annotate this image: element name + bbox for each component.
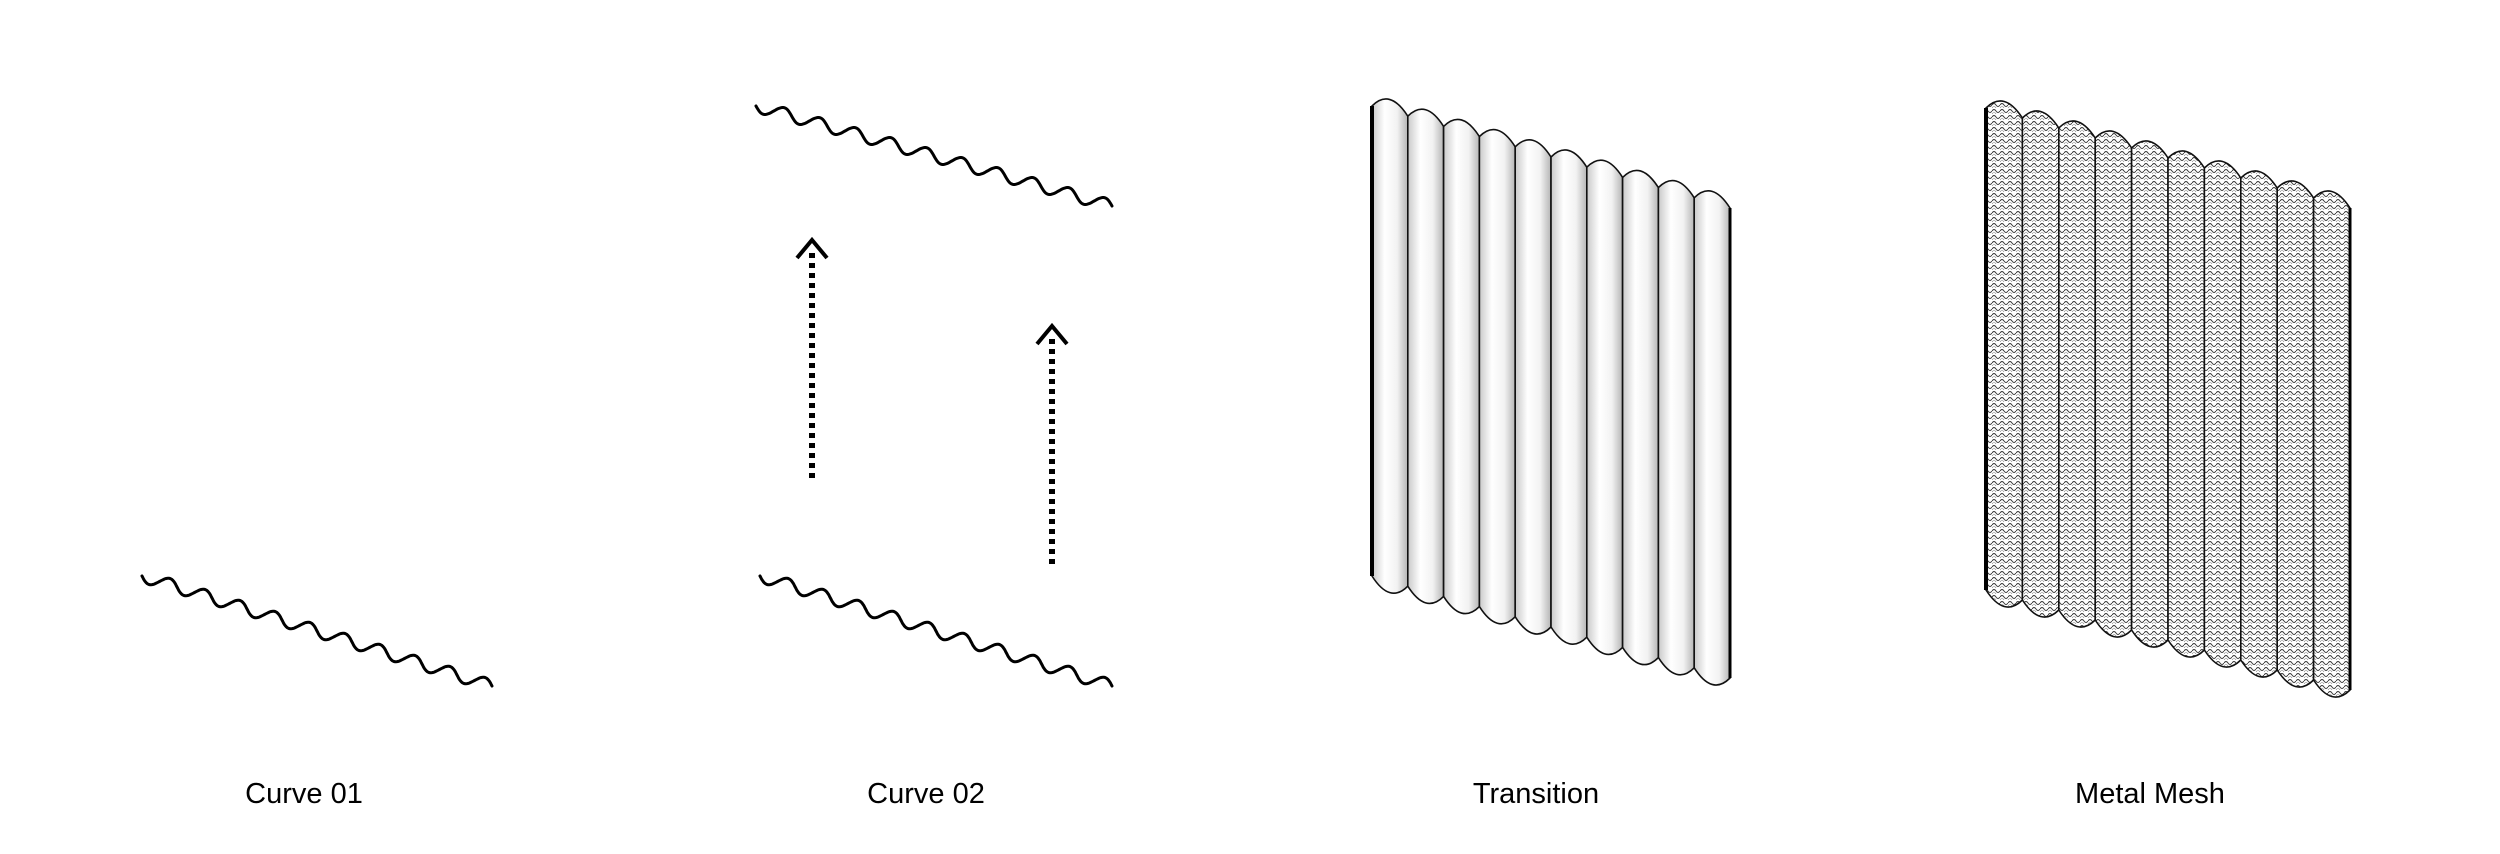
mesh-flute (2312, 190, 2351, 698)
curve-01-wave (140, 574, 494, 688)
caption-transition: Transition (1472, 778, 1600, 810)
mesh-flute (2240, 170, 2278, 678)
mesh-flute (2203, 160, 2242, 668)
panel-curve-02 (754, 104, 1114, 688)
dotted-up-arrow-icon (1035, 322, 1069, 564)
curve-02-lower-wave (758, 574, 1114, 688)
mesh-flute (2276, 180, 2315, 688)
transition-flute (1514, 139, 1552, 635)
mesh-flute (1985, 100, 2024, 608)
mesh-flute (2167, 150, 2206, 658)
transition-flute (1371, 98, 1409, 594)
caption-metal-mesh: Metal Mesh (2075, 778, 2225, 810)
mesh-flute (2094, 130, 2133, 638)
caption-curve-02: Curve 02 (867, 778, 985, 810)
panel-metal-mesh (1984, 100, 2352, 698)
curve-02-upper-wave (754, 104, 1114, 208)
transition-flute (1586, 159, 1624, 656)
transition-flute (1621, 169, 1660, 666)
transition-flute (1550, 149, 1588, 645)
panel-transition (1370, 98, 1732, 686)
mesh-flute (2021, 110, 2060, 618)
transition-flute (1407, 108, 1445, 605)
transition-flute (1442, 118, 1481, 615)
panel-curve-01 (140, 574, 494, 688)
caption-curve-01: Curve 01 (245, 778, 363, 810)
transition-flute (1657, 179, 1695, 676)
transition-flute (1693, 190, 1731, 686)
transition-flute (1478, 128, 1516, 625)
dotted-up-arrow-icon (795, 236, 829, 478)
mesh-flute (2058, 120, 2096, 628)
mesh-flute (2130, 140, 2169, 648)
